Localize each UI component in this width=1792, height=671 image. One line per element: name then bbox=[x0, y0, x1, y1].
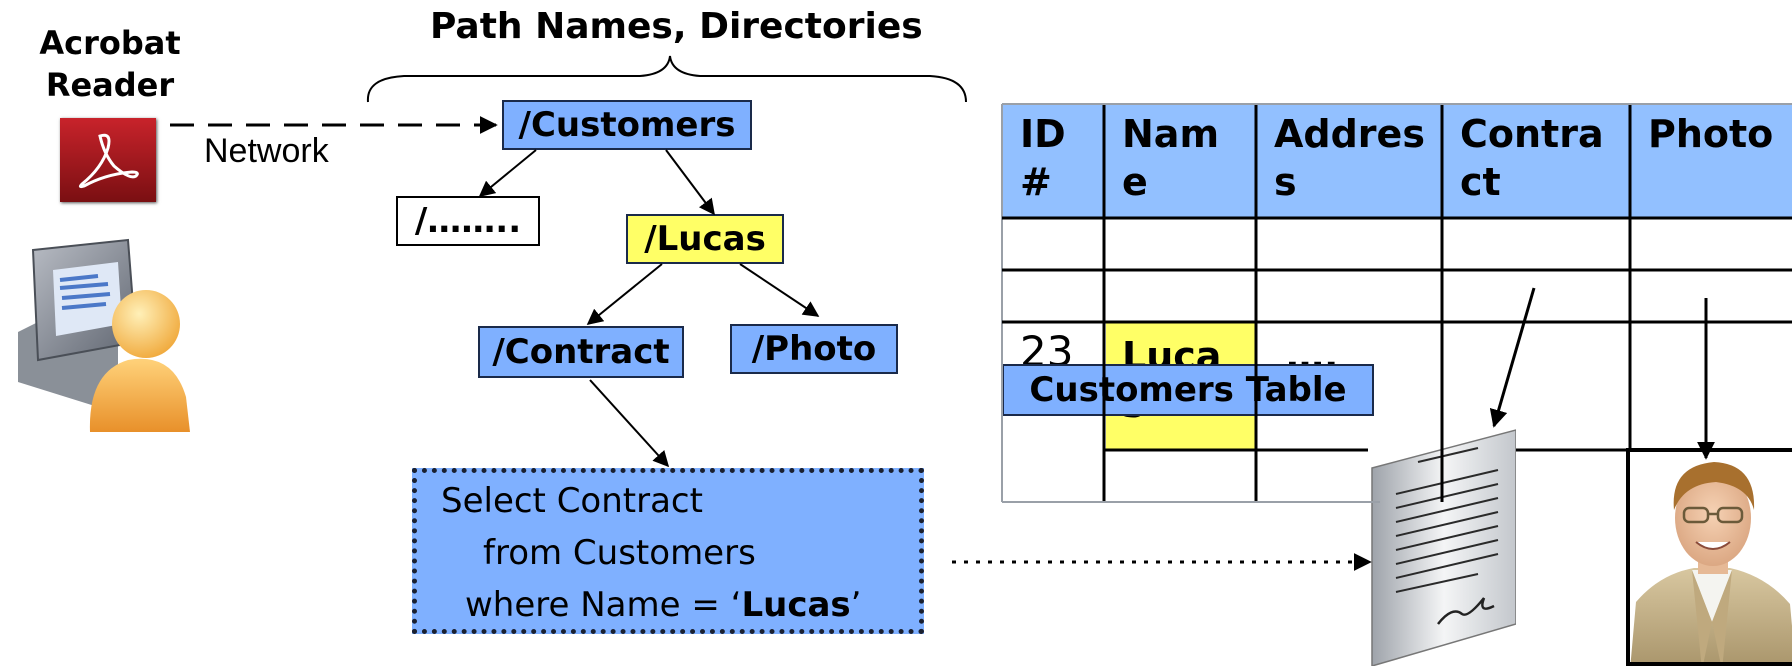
table-title-label: Customers Table bbox=[1029, 370, 1347, 410]
query-line3: where Name = ‘Lucas’ bbox=[465, 579, 861, 631]
other-directory-box[interactable]: /…….. bbox=[396, 196, 540, 246]
root-directory-label: /Customers bbox=[518, 105, 736, 145]
network-label: Network bbox=[204, 132, 329, 170]
lucas-directory-label: /Lucas bbox=[644, 219, 766, 259]
query-line3-suffix: ’ bbox=[850, 585, 862, 625]
root-directory-box[interactable]: /Customers bbox=[502, 100, 752, 150]
photo-file-label: /Photo bbox=[751, 329, 877, 369]
photo-file-box[interactable]: /Photo bbox=[730, 324, 898, 374]
contract-file-box[interactable]: /Contract bbox=[478, 326, 684, 378]
acrobat-reader-icon[interactable] bbox=[60, 118, 156, 202]
edge-contract-query bbox=[589, 379, 670, 468]
query-line3-value: Lucas bbox=[741, 585, 851, 625]
contract-link-arrow bbox=[1489, 287, 1536, 428]
table-grid-light bbox=[1001, 103, 1792, 502]
edge-root-lucas bbox=[665, 149, 715, 216]
app-label-line1: Acrobat bbox=[39, 24, 181, 62]
table-title-box: Customers Table bbox=[1002, 364, 1374, 416]
header-id: ID # bbox=[1020, 112, 1066, 204]
edge-lucas-contract bbox=[586, 263, 663, 326]
header-name: Nam e bbox=[1122, 112, 1220, 204]
query-line3-prefix: where Name = ‘ bbox=[465, 585, 742, 625]
sql-query-box: Select Contract from Customers where Nam… bbox=[412, 468, 924, 634]
heading-brace bbox=[366, 55, 967, 103]
header-contract: Contra ct bbox=[1460, 112, 1604, 204]
header-address: Addres s bbox=[1274, 112, 1425, 204]
contract-file-label: /Contract bbox=[492, 332, 670, 372]
user-computer-icon bbox=[8, 232, 208, 432]
tree-heading: Path Names, Directories bbox=[430, 6, 923, 47]
query-line2: from Customers bbox=[483, 533, 756, 573]
other-directory-label: /…….. bbox=[414, 201, 522, 241]
lucas-directory-box[interactable]: /Lucas bbox=[626, 214, 784, 264]
edge-root-other bbox=[478, 149, 537, 198]
header-photo: Photo bbox=[1648, 112, 1774, 156]
query-line1: Select Contract bbox=[441, 481, 703, 521]
customer-photo bbox=[1626, 448, 1792, 666]
table-row-lines bbox=[1002, 216, 1792, 452]
app-label: Acrobat Reader bbox=[30, 22, 190, 106]
app-label-line2: Reader bbox=[45, 66, 175, 104]
table-header-band bbox=[1002, 104, 1792, 218]
edge-lucas-photo bbox=[739, 263, 820, 317]
contract-document-icon bbox=[1368, 428, 1517, 667]
table-grid bbox=[1102, 104, 1632, 502]
